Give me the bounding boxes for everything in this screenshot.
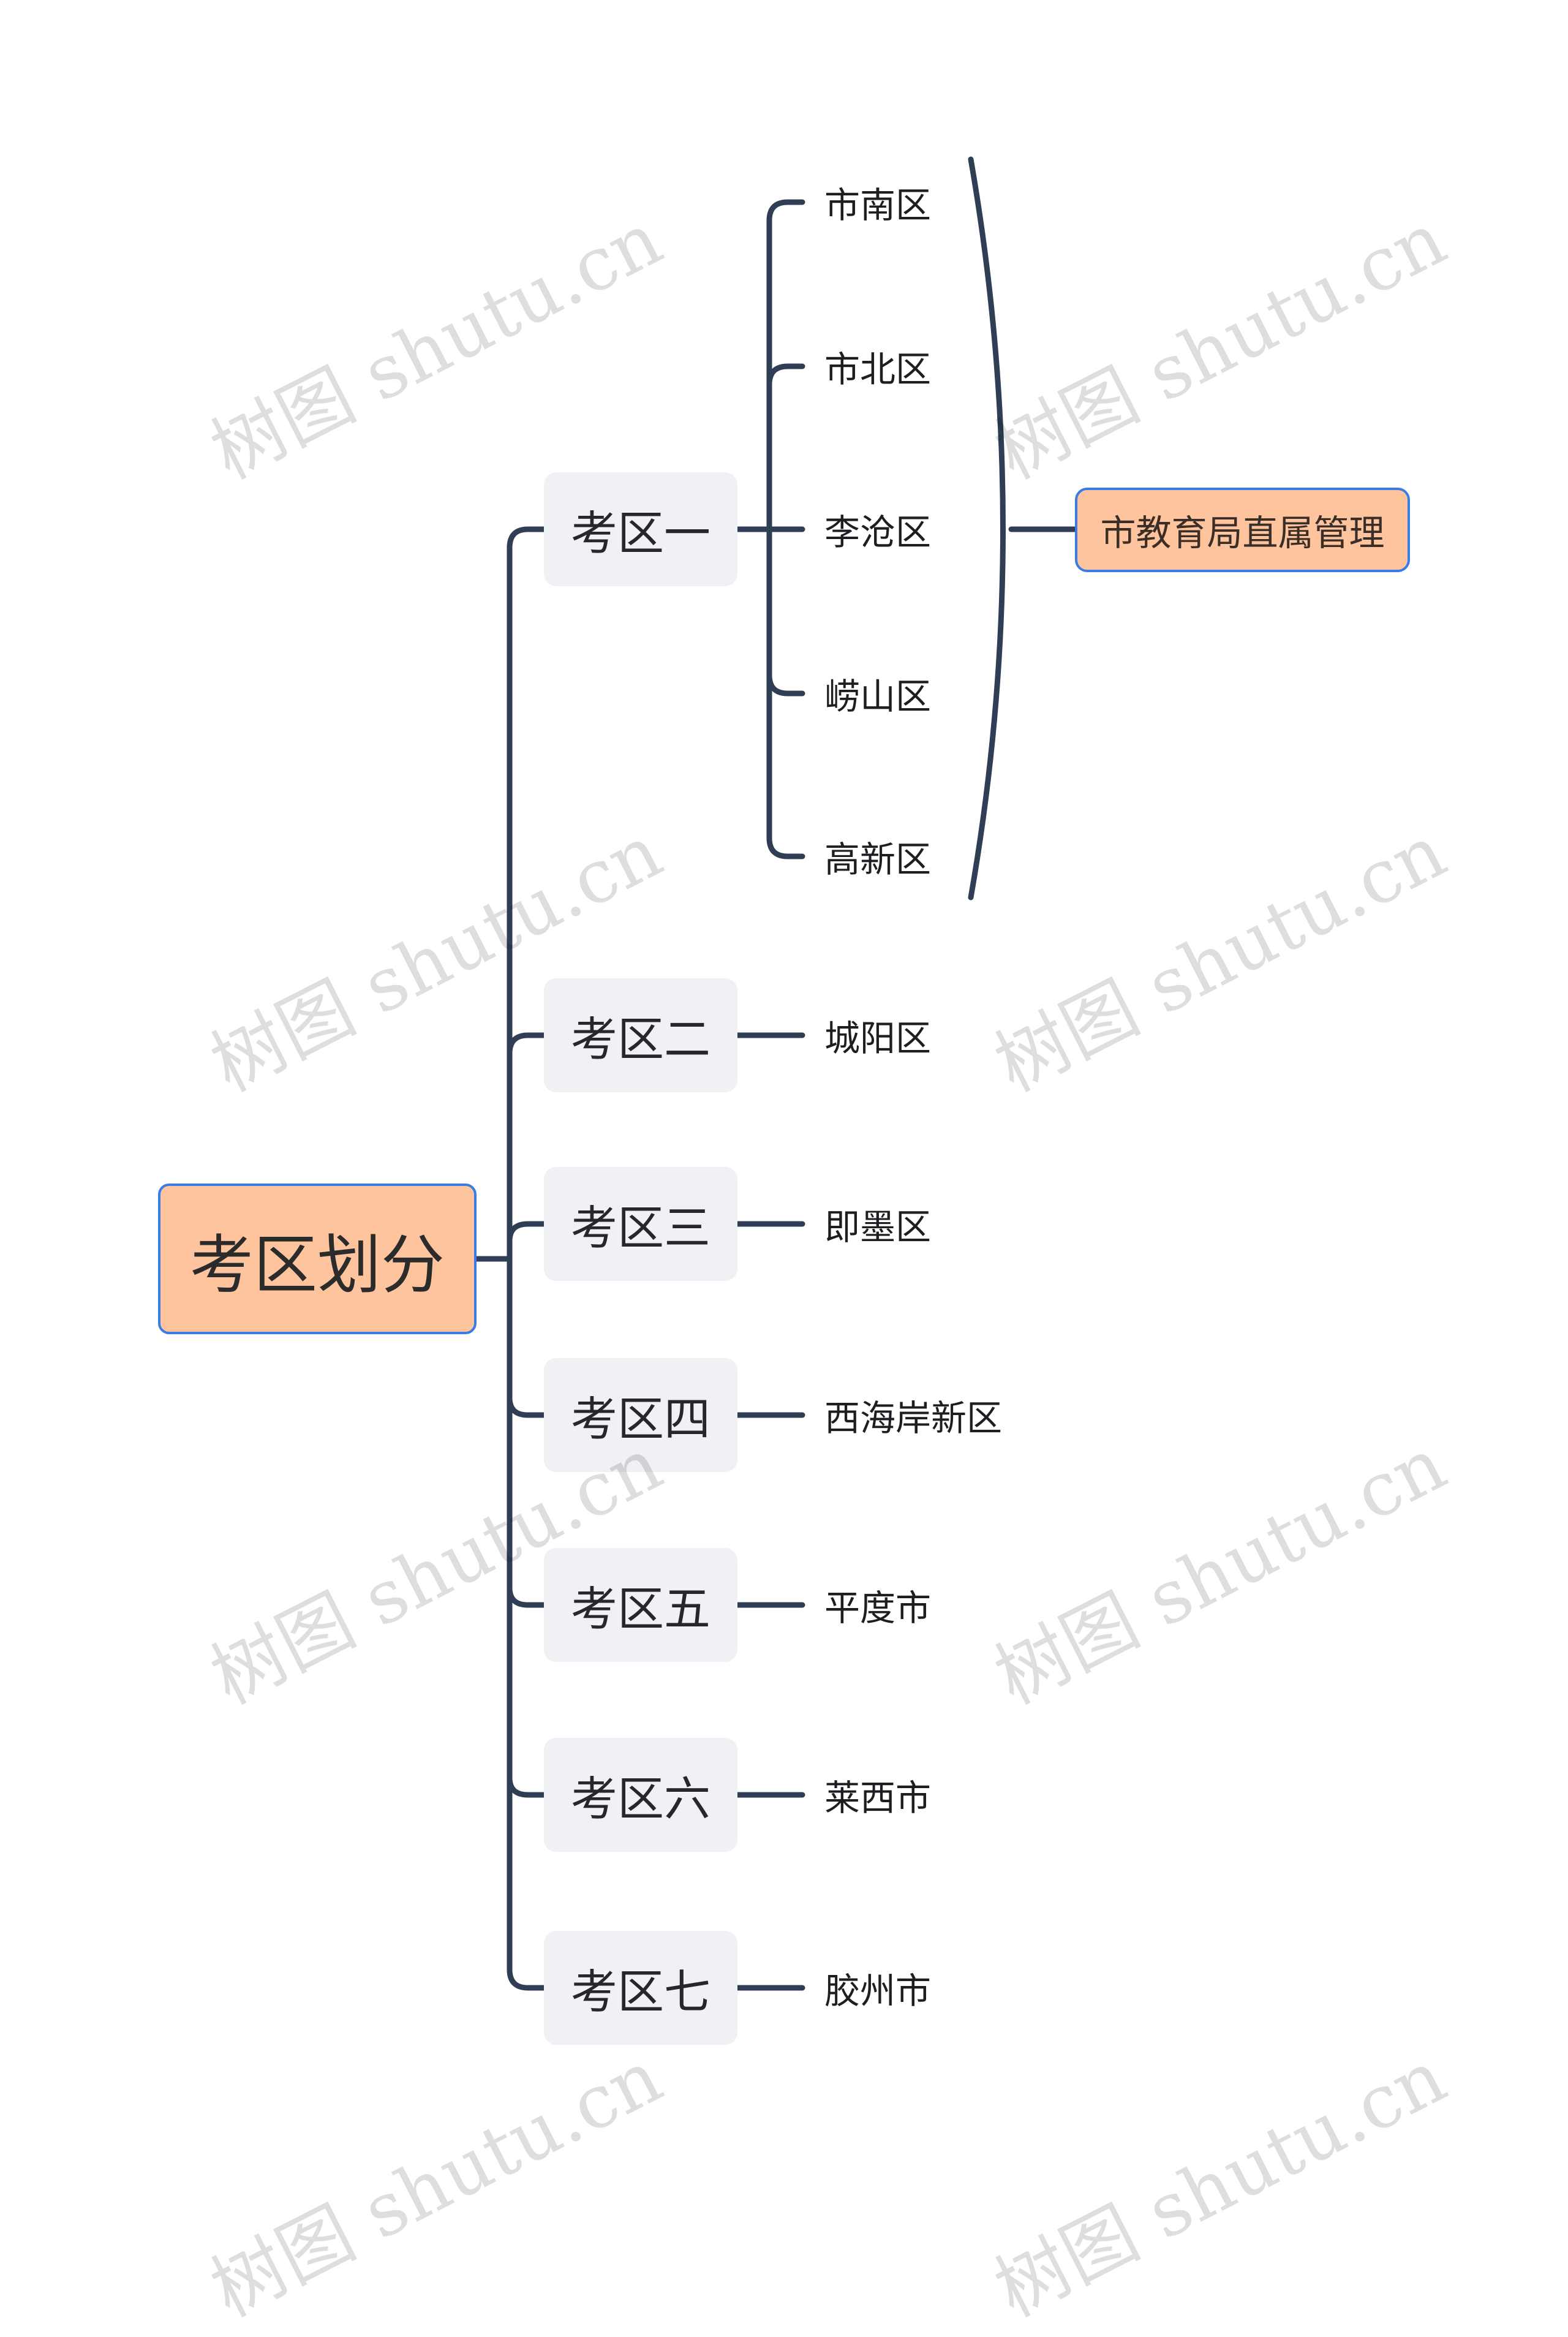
zone-node-7[interactable]: 考区七 (544, 1931, 737, 2045)
district-node[interactable]: 市南区 (824, 172, 931, 233)
zone-stub-6 (507, 1775, 547, 1798)
district-node[interactable]: 胶州市 (824, 1957, 931, 2018)
zone-node-2[interactable]: 考区二 (544, 978, 737, 1092)
zone-node-3[interactable]: 考区三 (544, 1167, 737, 1281)
zone1-stub-b (766, 363, 805, 388)
district-label: 城阳区 (824, 1017, 932, 1059)
district-node[interactable]: 城阳区 (824, 1005, 931, 1066)
main-trunk (507, 526, 547, 1991)
zone-label: 考区五 (571, 1582, 710, 1636)
zone1-stub-d (766, 672, 805, 697)
zone-node-4[interactable]: 考区四 (544, 1358, 737, 1472)
zone-label: 考区四 (571, 1392, 710, 1446)
district-node[interactable]: 李沧区 (824, 499, 931, 560)
zone-label: 考区二 (571, 1012, 710, 1067)
district-node[interactable]: 西海岸新区 (824, 1384, 1002, 1446)
district-label: 西海岸新区 (824, 1397, 1003, 1439)
root-label: 考区划分 (189, 1227, 445, 1302)
district-label: 高新区 (824, 839, 932, 880)
zone-stub-5 (507, 1585, 547, 1608)
district-node[interactable]: 高新区 (824, 826, 931, 887)
zone-stub-2 (507, 1032, 547, 1057)
zone-stub-4 (507, 1395, 547, 1418)
district-node[interactable]: 平度市 (824, 1574, 931, 1636)
zone-stub-3 (507, 1221, 547, 1244)
district-label: 胶州市 (824, 1970, 932, 2012)
district-label: 市北区 (824, 349, 932, 390)
district-node[interactable]: 市北区 (824, 336, 931, 397)
zone-label: 考区六 (571, 1772, 710, 1826)
district-node[interactable]: 即墨区 (824, 1193, 931, 1255)
zone-label: 考区一 (571, 506, 710, 561)
district-label: 崂山区 (824, 676, 932, 717)
zone-label: 考区三 (571, 1201, 710, 1255)
district-label: 莱西市 (824, 1777, 932, 1819)
connector-lines (473, 156, 1078, 1991)
zone-label: 考区七 (571, 1965, 710, 2019)
district-label: 平度市 (824, 1587, 932, 1629)
district-label: 即墨区 (824, 1206, 932, 1248)
district-node[interactable]: 莱西市 (824, 1764, 931, 1825)
district-node[interactable]: 崂山区 (824, 663, 931, 724)
district-label: 市南区 (824, 184, 932, 226)
summary-label: 市教育局直属管理 (1100, 512, 1385, 554)
summary-brace (968, 156, 1006, 900)
zone-node-1[interactable]: 考区一 (544, 472, 737, 586)
district-label: 李沧区 (824, 512, 932, 553)
zone-node-5[interactable]: 考区五 (544, 1548, 737, 1662)
root-node[interactable]: 考区划分 (158, 1184, 477, 1334)
zone-node-6[interactable]: 考区六 (544, 1738, 737, 1852)
summary-node[interactable]: 市教育局直属管理 (1075, 488, 1410, 572)
